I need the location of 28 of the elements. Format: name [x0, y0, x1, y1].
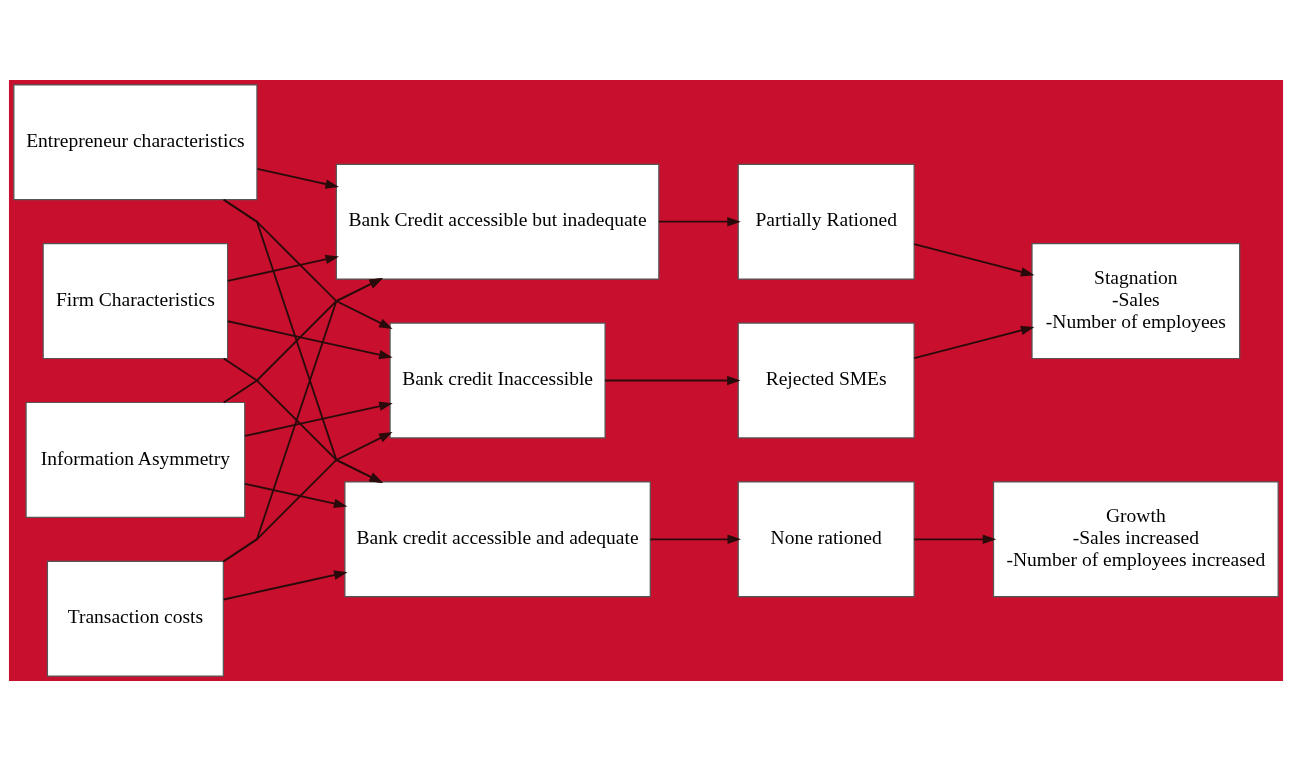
arrow: [244, 482, 348, 509]
node-box: Partially Rationed: [737, 163, 915, 280]
arrow: [222, 277, 383, 404]
node-box: Stagnation -Sales -Number of employees: [1031, 243, 1241, 360]
arrow: [222, 357, 383, 484]
arrow: [226, 320, 393, 360]
node-box: Bank Credit accessible but inadequate: [335, 163, 660, 280]
arrow: [222, 570, 348, 601]
arrow: [604, 375, 741, 386]
arrow: [649, 534, 741, 544]
node-box: Transaction costs: [46, 560, 224, 677]
node-box: Bank credit accessible and adequate: [344, 481, 651, 598]
arrow: [222, 277, 383, 563]
arrow: [913, 243, 1035, 277]
node-box: Bank credit Inaccessible: [389, 322, 606, 439]
arrow: [913, 325, 1035, 359]
node-box: Firm Characteristics: [42, 243, 229, 360]
arrow: [658, 217, 741, 227]
node-box: Entrepreneur characteristics: [13, 84, 258, 201]
arrow: [244, 401, 393, 437]
arrow: [256, 168, 339, 189]
arrow: [913, 534, 997, 544]
arrow: [222, 198, 383, 484]
node-box: Rejected SMEs: [737, 322, 915, 439]
node-box: Information Asymmetry: [25, 401, 246, 518]
arrow: [226, 254, 339, 282]
node-box: None rationed: [737, 481, 915, 598]
node-box: Growth -Sales increased -Number of employees increased: [992, 481, 1279, 598]
